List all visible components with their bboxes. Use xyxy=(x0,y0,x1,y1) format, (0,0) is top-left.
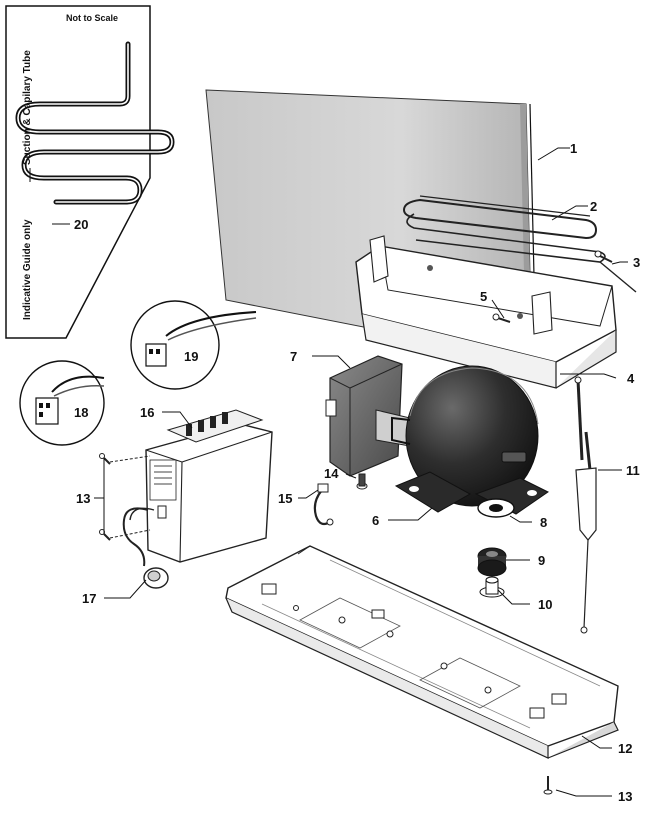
drip-tray xyxy=(355,235,617,389)
part-label-10: 10 xyxy=(538,597,552,612)
mounting-grommet-8 xyxy=(477,498,515,518)
screw-13-upper xyxy=(99,453,151,465)
part-label-19: 19 xyxy=(184,349,198,364)
part-label-9: 9 xyxy=(538,553,545,568)
relay-starter xyxy=(325,355,411,477)
part-label-13-left: 13 xyxy=(76,491,90,506)
screw-5 xyxy=(492,313,511,323)
part-label-20: 20 xyxy=(74,217,88,232)
tube-guide-panel: Not to Scale Indicative Guide only Sucti… xyxy=(5,5,175,339)
connector-18-callout xyxy=(19,360,105,446)
screw-13-bottom xyxy=(543,776,553,795)
part-label-12: 12 xyxy=(618,741,632,756)
ground-wire-15 xyxy=(313,483,334,526)
capillary-tube-drawing xyxy=(15,41,175,205)
leader-lines xyxy=(94,147,628,797)
suction-capillary-tube-label: Suction & Capilary Tube xyxy=(22,50,33,165)
part-label-2: 2 xyxy=(590,199,597,214)
part-label-16: 16 xyxy=(140,405,154,420)
mounting-sleeve-10 xyxy=(479,576,505,598)
connector-19-callout xyxy=(130,300,257,390)
part-label-8: 8 xyxy=(540,515,547,530)
thermostat-probe xyxy=(574,376,597,634)
part-label-14: 14 xyxy=(324,466,339,481)
control-module xyxy=(145,409,273,563)
part-number-labels: 1 2 3 4 5 6 7 8 9 10 11 12 13 13 14 15 1… xyxy=(74,141,640,804)
part-label-7: 7 xyxy=(290,349,297,364)
part-label-1: 1 xyxy=(570,141,577,156)
part-label-6: 6 xyxy=(372,513,379,528)
capacitor-17 xyxy=(122,507,169,589)
part-label-11: 11 xyxy=(626,463,640,478)
base-plate xyxy=(225,545,619,759)
part-label-18: 18 xyxy=(74,405,88,420)
part-label-5: 5 xyxy=(480,289,487,304)
screw-13-lower xyxy=(99,529,151,541)
compressor xyxy=(391,365,549,515)
part-label-4: 4 xyxy=(627,371,635,386)
screw-3 xyxy=(594,250,613,263)
part-label-13-bottom: 13 xyxy=(618,789,632,804)
rubber-grommet-9 xyxy=(477,547,507,577)
indicative-guide-label: Indicative Guide only xyxy=(22,219,33,320)
bolt-14 xyxy=(356,473,368,490)
part-label-15: 15 xyxy=(278,491,292,506)
part-label-3: 3 xyxy=(633,255,640,270)
not-to-scale-label: Not to Scale xyxy=(66,13,118,23)
part-label-17: 17 xyxy=(82,591,96,606)
